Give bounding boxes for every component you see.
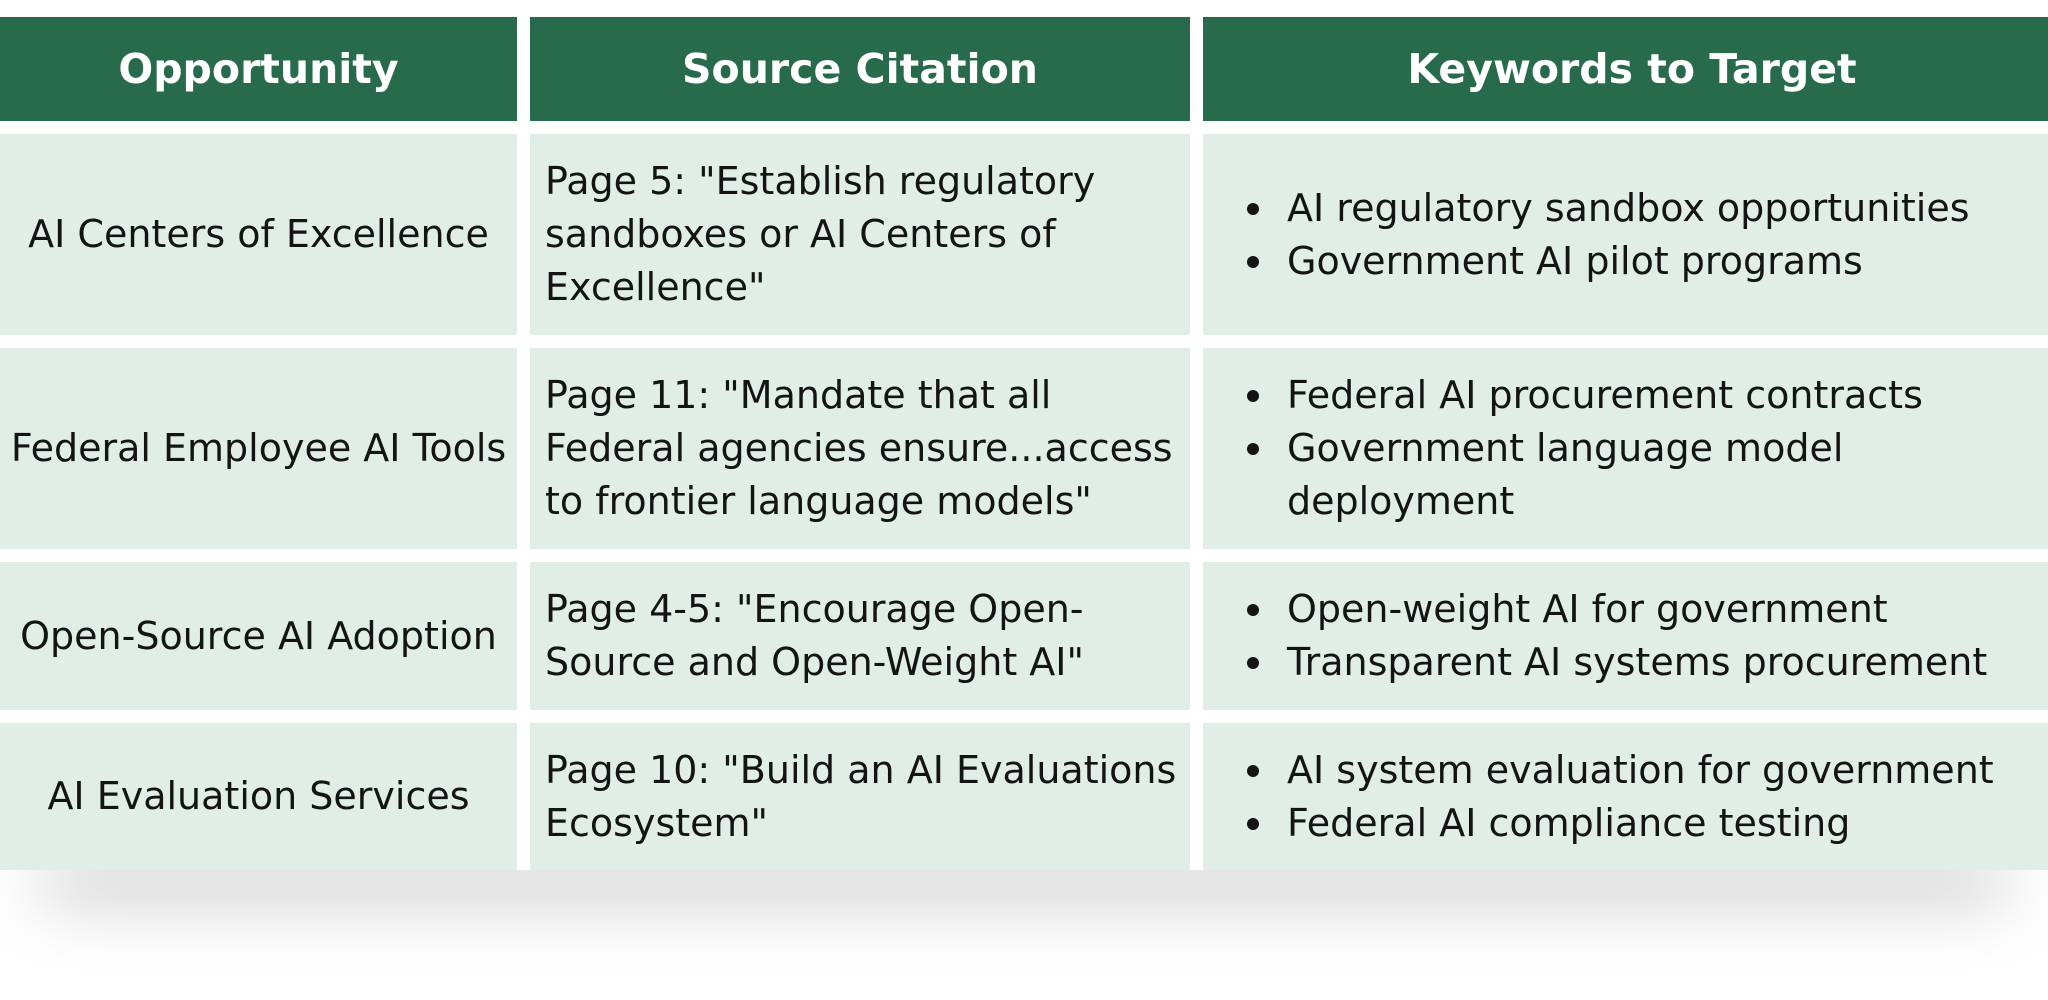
keyword-text: AI system evaluation for government xyxy=(1287,747,1994,792)
opportunity-cell: AI Centers of Excellence xyxy=(0,134,517,335)
citation-cell: Page 4-5: "Encourage Open-Source and Ope… xyxy=(530,562,1190,710)
bullet-icon xyxy=(1247,657,1259,669)
keywords-list: AI system evaluation for government Fede… xyxy=(1223,744,2047,850)
header-source-citation: Source Citation xyxy=(530,17,1190,121)
keywords-cell: AI system evaluation for government Fede… xyxy=(1203,723,2048,870)
keyword-text: AI regulatory sandbox opportunities xyxy=(1287,185,1970,230)
bullet-icon xyxy=(1247,443,1259,455)
opportunity-cell: Federal Employee AI Tools xyxy=(0,348,517,549)
keywords-list: Federal AI procurement contracts Governm… xyxy=(1223,369,2047,528)
keyword-item: AI system evaluation for government xyxy=(1247,744,2047,797)
opportunity-cell: AI Evaluation Services xyxy=(0,723,517,870)
keyword-text: Federal AI compliance testing xyxy=(1287,800,1851,845)
citation-cell: Page 10: "Build an AI Evaluations Ecosys… xyxy=(530,723,1190,870)
bullet-icon xyxy=(1247,255,1259,268)
keyword-item: Transparent AI systems procurement xyxy=(1247,636,2047,689)
keyword-item: Federal AI procurement contracts xyxy=(1247,369,2047,422)
keyword-text: Open-weight AI for government xyxy=(1287,587,1888,631)
header-opportunity: Opportunity xyxy=(0,17,517,121)
bullet-icon xyxy=(1247,817,1259,830)
keywords-list: AI regulatory sandbox opportunities Gove… xyxy=(1223,182,2047,288)
keywords-list: Open-weight AI for government Transparen… xyxy=(1223,583,2047,689)
table-row: AI Centers of Excellence Page 5: "Establ… xyxy=(0,134,2048,335)
table-row: AI Evaluation Services Page 10: "Build a… xyxy=(0,723,2048,870)
table-row: Open-Source AI Adoption Page 4-5: "Encou… xyxy=(0,562,2048,710)
bullet-icon xyxy=(1247,764,1259,777)
keyword-text: Government AI pilot programs xyxy=(1287,238,1863,283)
keyword-text: Federal AI procurement contracts xyxy=(1287,373,1923,417)
keyword-text: Government language model deployment xyxy=(1287,426,1844,523)
citation-cell: Page 5: "Establish regulatory sandboxes … xyxy=(530,134,1190,335)
keyword-item: Government language model deployment xyxy=(1247,422,2047,528)
header-keywords: Keywords to Target xyxy=(1203,17,2048,121)
opportunities-table: Opportunity Source Citation Keywords to … xyxy=(0,4,2048,883)
bullet-icon xyxy=(1247,202,1259,215)
keywords-cell: Federal AI procurement contracts Governm… xyxy=(1203,348,2048,549)
citation-cell: Page 11: "Mandate that all Federal agenc… xyxy=(530,348,1190,549)
header-row: Opportunity Source Citation Keywords to … xyxy=(0,17,2048,121)
table-shadow xyxy=(40,866,2008,896)
keyword-item: Government AI pilot programs xyxy=(1247,235,2047,288)
bullet-icon xyxy=(1247,390,1259,402)
opportunity-cell: Open-Source AI Adoption xyxy=(0,562,517,710)
opportunities-table-container: Opportunity Source Citation Keywords to … xyxy=(0,17,2048,870)
keyword-item: Federal AI compliance testing xyxy=(1247,797,2047,850)
keyword-text: Transparent AI systems procurement xyxy=(1287,640,1988,684)
keyword-item: AI regulatory sandbox opportunities xyxy=(1247,182,2047,235)
keyword-item: Open-weight AI for government xyxy=(1247,583,2047,636)
bullet-icon xyxy=(1247,604,1259,616)
table-row: Federal Employee AI Tools Page 11: "Mand… xyxy=(0,348,2048,549)
keywords-cell: Open-weight AI for government Transparen… xyxy=(1203,562,2048,710)
keywords-cell: AI regulatory sandbox opportunities Gove… xyxy=(1203,134,2048,335)
